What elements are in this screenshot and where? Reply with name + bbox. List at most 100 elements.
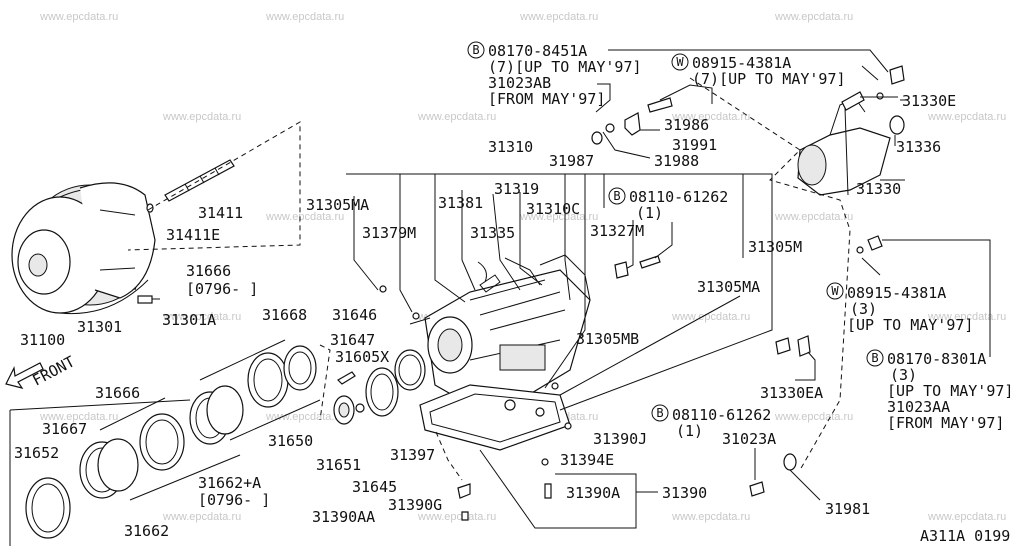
label-31305MA-left: 31305MA bbox=[306, 196, 369, 214]
label-31666-top: 31666 bbox=[186, 262, 231, 280]
label-31988: 31988 bbox=[654, 152, 699, 170]
label-31305MA-right: 31305MA bbox=[697, 278, 760, 296]
label-31981: 31981 bbox=[825, 500, 870, 518]
note-bolt-8301A: B 08170-8301A (3) [UP TO MAY'97] 31023AA… bbox=[866, 349, 1013, 432]
label-31330: 31330 bbox=[856, 180, 901, 198]
bolt-letter-icon: B bbox=[871, 351, 878, 365]
label-31647: 31647 bbox=[330, 331, 375, 349]
watermark: www.epcdata.ru bbox=[774, 411, 853, 423]
bolt-letter-icon: B bbox=[472, 43, 479, 57]
watermark: www.epcdata.ru bbox=[162, 311, 241, 323]
bolt-letter-icon: B bbox=[613, 189, 620, 203]
transmission-case-drawing bbox=[424, 254, 591, 406]
note-qty: (7)[UP TO MAY'97] bbox=[488, 58, 642, 76]
extension-housing-drawing bbox=[797, 65, 905, 196]
watermark: www.epcdata.ru bbox=[417, 511, 496, 523]
note-from: [FROM MAY'97] bbox=[488, 90, 605, 108]
note-qty: (3) bbox=[850, 300, 877, 318]
label-31645: 31645 bbox=[352, 478, 397, 496]
label-31651: 31651 bbox=[316, 456, 361, 474]
label-31379M: 31379M bbox=[362, 224, 416, 242]
label-31336: 31336 bbox=[896, 138, 941, 156]
watermark: www.epcdata.ru bbox=[265, 211, 344, 223]
label-31335: 31335 bbox=[470, 224, 515, 242]
label-31991: 31991 bbox=[672, 136, 717, 154]
label-31305M: 31305M bbox=[748, 238, 802, 256]
watermark: www.epcdata.ru bbox=[39, 11, 118, 23]
part-labels: 31100 31301 31301A 31411 31411E 31666 [0… bbox=[14, 92, 956, 540]
diagram-code: A311A 0199 bbox=[920, 527, 1010, 545]
watermark: www.epcdata.ru bbox=[39, 411, 118, 423]
note-qty: (1) bbox=[636, 204, 663, 222]
note-qty: (7)[UP TO MAY'97] bbox=[692, 70, 846, 88]
label-31330EA: 31330EA bbox=[760, 384, 823, 402]
extension-leader-dashed bbox=[689, 77, 851, 471]
note-code: 08915-4381A bbox=[692, 54, 791, 72]
note-washer-4381A-right: W 08915-4381A (3) [UP TO MAY'97] bbox=[826, 282, 973, 334]
label-31381: 31381 bbox=[438, 194, 483, 212]
watermark: www.epcdata.ru bbox=[927, 111, 1006, 123]
watermark: www.epcdata.ru bbox=[774, 11, 853, 23]
watermark: www.epcdata.ru bbox=[671, 511, 750, 523]
washer-letter-icon: W bbox=[676, 55, 684, 69]
watermark: www.epcdata.ru bbox=[927, 511, 1006, 523]
label-31305MB: 31305MB bbox=[576, 330, 639, 348]
front-arrow: FRONT bbox=[5, 352, 78, 390]
label-31666-range: [0796- ] bbox=[186, 280, 258, 298]
note-bolt-8451A: B 08170-8451A (7)[UP TO MAY'97] 31023AB … bbox=[467, 41, 642, 108]
label-31390A: 31390A bbox=[566, 484, 620, 502]
label-31301: 31301 bbox=[77, 318, 122, 336]
label-31667: 31667 bbox=[42, 420, 87, 438]
watermark: www.epcdata.ru bbox=[265, 411, 344, 423]
note-leaders bbox=[608, 49, 908, 181]
clutch-bracket-lines bbox=[9, 339, 331, 546]
note-code: 08110-61262 bbox=[629, 188, 728, 206]
top-small-parts-drawing bbox=[591, 83, 713, 159]
note-alt: 31023AB bbox=[488, 74, 551, 92]
watermark: www.epcdata.ru bbox=[671, 111, 750, 123]
note-range: [UP TO MAY'97] bbox=[887, 382, 1013, 400]
label-31327M: 31327M bbox=[590, 222, 644, 240]
note-code: 08170-8301A bbox=[887, 350, 986, 368]
case-group-brackets bbox=[346, 173, 773, 411]
label-31301A: 31301A bbox=[162, 311, 216, 329]
converter-housing-drawing bbox=[79, 182, 156, 299]
label-31662A-range: [0796- ] bbox=[198, 491, 270, 509]
label-31650: 31650 bbox=[268, 432, 313, 450]
label-31390AA: 31390AA bbox=[312, 508, 375, 526]
clutch-pack-drawing bbox=[25, 345, 317, 539]
note-code: 08170-8451A bbox=[488, 42, 587, 60]
pan-leader-dashed bbox=[435, 431, 463, 481]
label-31662A: 31662+A bbox=[198, 474, 261, 492]
watermark: www.epcdata.ru bbox=[671, 311, 750, 323]
label-31390J: 31390J bbox=[593, 430, 647, 448]
bolt-31301A-drawing bbox=[137, 295, 160, 304]
label-31394E: 31394E bbox=[560, 451, 614, 469]
shaft-leader-dashed bbox=[127, 121, 301, 251]
label-31310C: 31310C bbox=[526, 200, 580, 218]
label-31411E: 31411E bbox=[166, 226, 220, 244]
label-31662: 31662 bbox=[124, 522, 169, 540]
label-31390: 31390 bbox=[662, 484, 707, 502]
label-31646: 31646 bbox=[332, 306, 377, 324]
note-qty: (1) bbox=[676, 422, 703, 440]
note-range: [UP TO MAY'97] bbox=[847, 316, 973, 334]
label-31023A: 31023A bbox=[722, 430, 776, 448]
pan-group-bracket bbox=[479, 449, 637, 529]
label-31330E: 31330E bbox=[902, 92, 956, 110]
watermark: www.epcdata.ru bbox=[519, 11, 598, 23]
watermark: www.epcdata.ru bbox=[927, 311, 1006, 323]
watermark: www.epcdata.ru bbox=[162, 511, 241, 523]
front-label: FRONT bbox=[29, 352, 77, 389]
note-qty: (3) bbox=[890, 366, 917, 384]
label-31666-low: 31666 bbox=[95, 384, 140, 402]
label-31605X: 31605X bbox=[335, 348, 389, 366]
bolt-letter-icon: B bbox=[656, 406, 663, 420]
watermark: www.epcdata.ru bbox=[774, 211, 853, 223]
note-washer-4381A-top: W 08915-4381A (7)[UP TO MAY'97] bbox=[671, 53, 846, 88]
watermark: www.epcdata.ru bbox=[162, 111, 241, 123]
watermark: www.epcdata.ru bbox=[519, 211, 598, 223]
label-31652: 31652 bbox=[14, 444, 59, 462]
note-from: [FROM MAY'97] bbox=[887, 414, 1004, 432]
